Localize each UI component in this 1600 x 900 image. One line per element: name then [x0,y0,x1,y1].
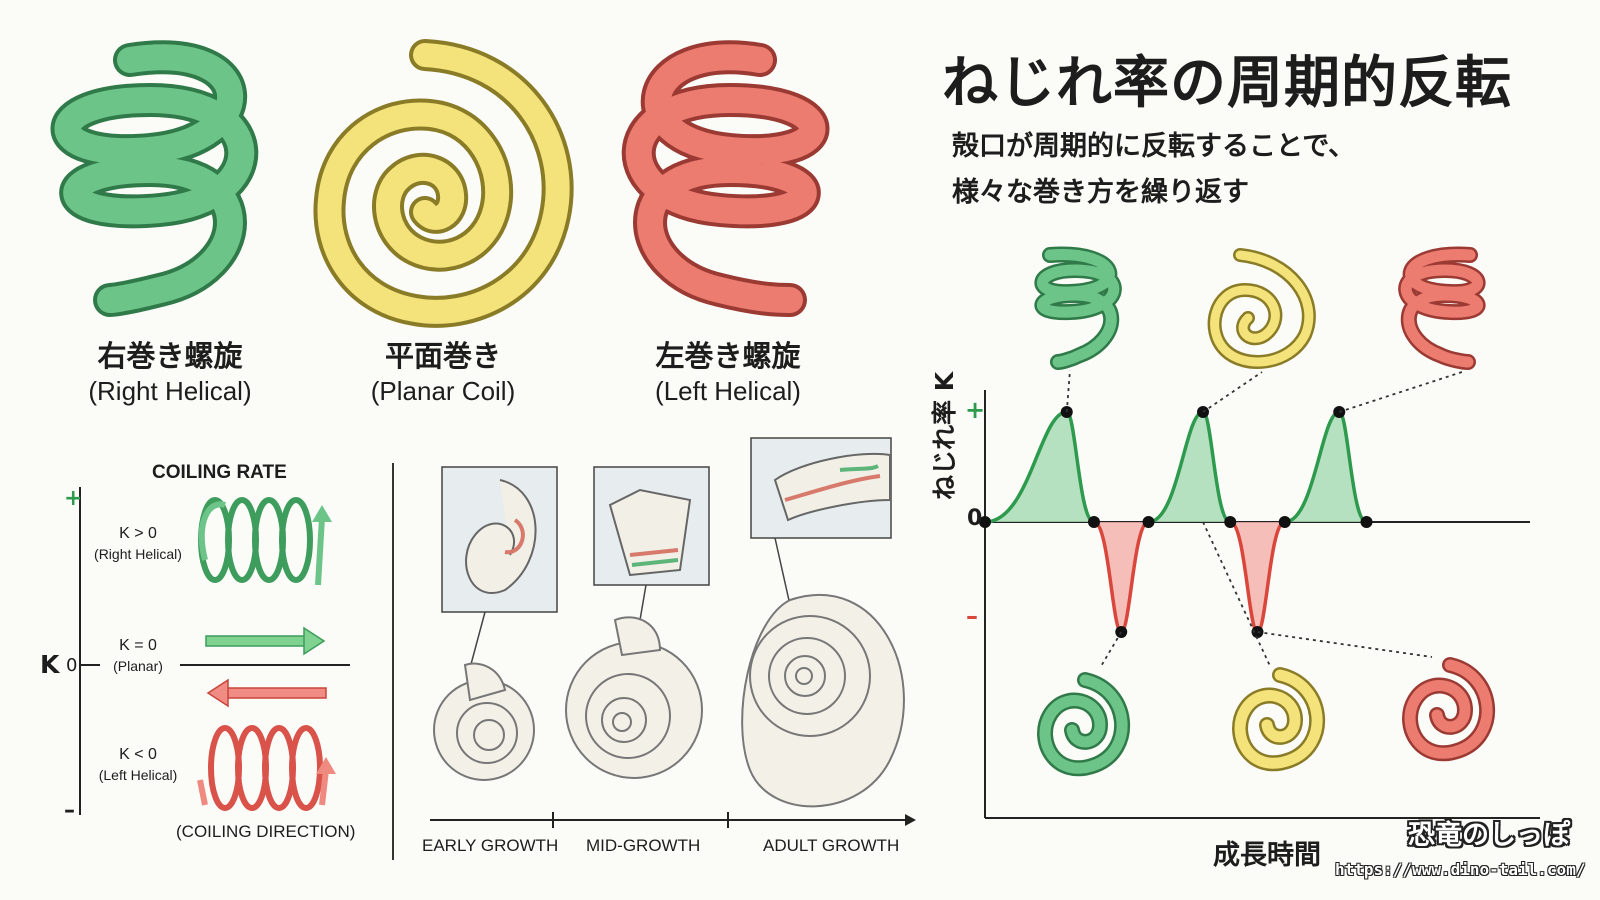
k-desc: (Left Helical) [98,767,178,783]
coiling-zero: 0 [66,655,78,676]
shell-early-icon [433,662,535,781]
chart-positive-area [985,412,1094,522]
k-value: K > 0 [119,525,157,542]
k-desc: (Right Helical) [94,546,182,562]
chart-negative-area [1230,522,1285,632]
subtitle-line: 様々な巻き方を繰り返す [952,177,1249,208]
detail-box-early [441,466,558,669]
chart-y-tick-minus: – [966,602,978,630]
right-spring-icon [198,497,332,586]
mini-right-helical-icon [1034,246,1122,370]
mini-yellow-spiral-icon [1232,667,1326,772]
k-value: K = 0 [119,637,157,654]
coil-label-en: (Right Helical) [88,376,252,406]
chart-zero-crossing-point [1278,516,1291,528]
chart-zero-crossing-point [1224,516,1237,528]
coiling-rate-graphics [79,463,394,860]
left-spring-icon [197,725,336,811]
coiling-rate-title: COILING RATE [152,462,287,483]
chart-zero-crossing-point [1360,516,1373,528]
mini-red-spiral-icon [1402,657,1496,762]
k-row-zero: K = 0 (Planar) [88,636,188,676]
chart-connector-line [1099,631,1123,669]
shell-adult-icon [741,593,905,808]
brand-logo-text: 恐竜のしっぽ [1408,820,1570,851]
k-row-positive: K > 0 (Right Helical) [88,524,188,564]
planar-arrows-icon [205,626,327,708]
chart-connector-line [1202,521,1271,667]
chart-connector-line [1065,369,1071,413]
mini-green-spiral-icon [1037,672,1131,777]
chart-connector-line [1338,371,1463,413]
growth-illustrations [430,437,916,828]
chart-y-axis-label: ねじれ率 K [930,371,959,500]
coil-label-jp: 平面巻き [384,339,501,373]
coil-label-en: (Planar Coil) [370,376,516,406]
coil-label-right: 右巻き螺旋 (Right Helical) [40,338,300,408]
coil-label-jp: 左巻き螺旋 [655,339,801,373]
k-value: K < 0 [119,746,157,763]
chart-x-axis-label: 成長時間 [1213,840,1321,871]
coil-label-planar: 平面巻き (Planar Coil) [313,338,573,408]
coil-illustrations [50,39,830,328]
k-row-negative: K < 0 (Left Helical) [88,745,188,785]
coiling-direction-label: (COILING DIRECTION) [176,822,356,841]
right-helical-coil-icon [50,40,259,317]
chart-positive-area [1284,412,1367,522]
chart-zero-crossing-point [979,516,991,528]
chart-zero-crossing-point [1142,516,1155,528]
planar-coil-icon [313,39,574,328]
growth-stage-label: ADULT GROWTH [763,836,900,855]
detail-box-mid [593,466,710,621]
growth-stage-label: MID-GROWTH [586,836,701,855]
chart-positive-area [1148,412,1231,522]
subtitle: 殻口が周期的に反転することで、 様々な巻き方を繰り返す [952,124,1355,216]
chart-y-tick-plus: + [965,396,986,424]
chart-connector-line [1257,631,1433,658]
brand-url[interactable]: https://www.dino-tail.com/ [1335,860,1586,879]
subtitle-line: 殻口が周期的に反転することで、 [952,131,1356,162]
coil-label-en: (Left Helical) [655,376,801,406]
coiling-minus: – [64,798,75,823]
chart-negative-area [1094,522,1149,632]
growth-timeline [430,812,916,828]
chart-y-tick-zero: 0 [967,506,983,531]
detail-box-adult [750,437,892,606]
coiling-plus: + [64,486,83,511]
page-title: ねじれ率の周期的反転 [942,51,1512,116]
coiling-k-label: K [40,650,60,679]
growth-stage-label: EARLY GROWTH [422,836,559,855]
shell-mid-icon [565,616,703,779]
chart-connector-line [1202,371,1263,413]
mini-planar-icon [1207,248,1316,369]
mini-left-helical-icon [1398,246,1486,370]
left-helical-coil-icon [621,40,830,317]
k-desc: (Planar) [113,658,163,674]
coil-label-left: 左巻き螺旋 (Left Helical) [598,338,858,408]
coil-label-jp: 右巻き螺旋 [97,339,243,373]
chart-zero-crossing-point [1088,516,1100,528]
